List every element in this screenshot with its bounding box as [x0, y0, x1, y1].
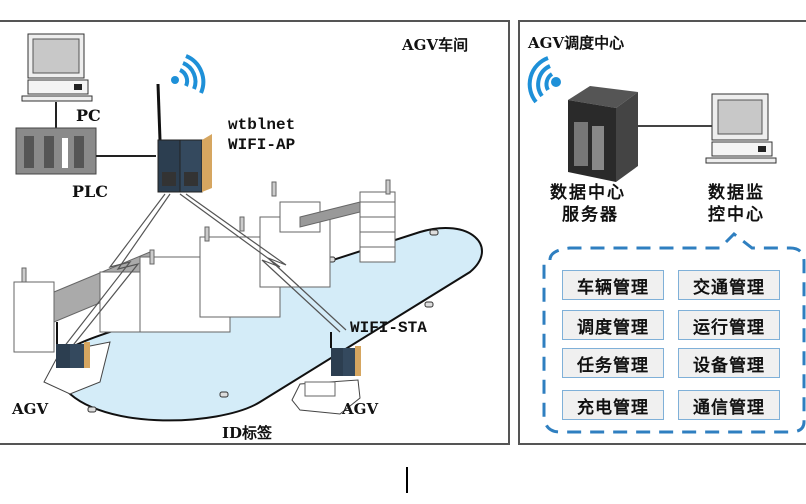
wifi-signal-icon [171, 54, 206, 94]
agv-right-label: AGV [342, 400, 379, 418]
dispatch-illustration [527, 56, 806, 434]
text-cursor [406, 467, 408, 493]
pc-label: PC [76, 106, 101, 125]
module-operation-management: 运行管理 [678, 310, 780, 340]
agv-workshop-panel: AGV车间 PC PLC wtblnet WIFI-AP WIFI-STA AG… [0, 20, 510, 445]
monitor-label-line2: 控中心 [708, 205, 765, 225]
server-label-line2: 服务器 [562, 205, 619, 225]
wireless-link-left [59, 193, 171, 355]
server-label-line1: 数据中心 [550, 183, 626, 203]
wifi-signal-icon [527, 56, 561, 104]
agv-right-vehicle [291, 332, 361, 415]
wifi-ap-device [156, 83, 212, 193]
wireless-link-right [179, 193, 347, 333]
server-icon [568, 86, 638, 182]
module-dispatch-management: 调度管理 [562, 310, 664, 340]
plc-icon [15, 127, 97, 175]
module-traffic-management: 交通管理 [678, 270, 780, 300]
plc-label: PLC [72, 182, 109, 201]
production-line [13, 179, 396, 353]
callout-outline [542, 232, 806, 434]
ap-label-line2: WIFI-AP [228, 136, 296, 154]
module-vehicle-management: 车辆管理 [562, 270, 664, 300]
monitor-icon [705, 93, 777, 164]
id-tag-label: ID标签 [222, 424, 273, 442]
agv-left-vehicle [43, 322, 111, 395]
monitor-label-line1: 数据监 [708, 183, 765, 203]
agv-dispatch-panel: AGV调度中心 数据中心 服务器 数据监 控中心 车辆管理 交通管理 调度管理 … [518, 20, 806, 445]
module-communication-management: 通信管理 [678, 390, 780, 420]
wifi-sta-label: WIFI-STA [350, 319, 427, 337]
pc-monitor-icon [21, 33, 93, 102]
workshop-illustration [13, 33, 483, 422]
ap-label-line1: wtblnet [228, 116, 296, 134]
dispatch-title: AGV调度中心 [528, 34, 625, 52]
agv-left-label: AGV [12, 400, 49, 418]
agv-track [53, 227, 483, 422]
workshop-title: AGV车间 [402, 36, 469, 54]
module-task-management: 任务管理 [562, 348, 664, 378]
module-equipment-management: 设备管理 [678, 348, 780, 378]
module-charging-management: 充电管理 [562, 390, 664, 420]
